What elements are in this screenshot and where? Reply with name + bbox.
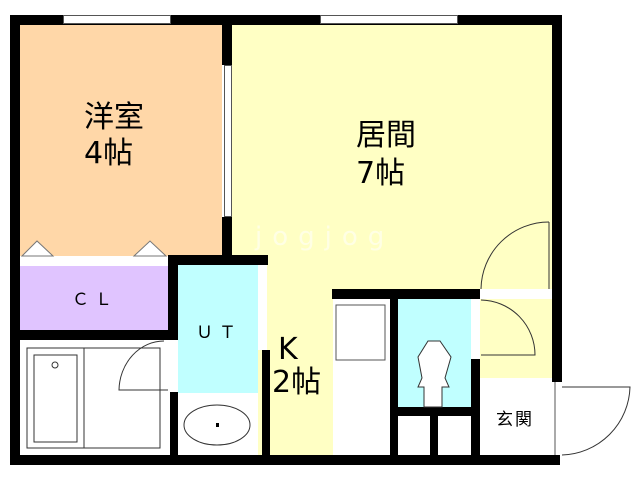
wall-right (552, 15, 562, 382)
toilet-door-strip (471, 299, 480, 359)
utility-room (178, 265, 258, 393)
living-room-name: 居間 (356, 118, 416, 153)
entrance-door-swing-icon (561, 386, 631, 456)
closet-door-icon (132, 240, 168, 257)
western-room-name: 洋室 (84, 100, 144, 135)
wash-area-icon (83, 347, 161, 449)
closet-label: ＣＬ (72, 290, 118, 310)
bathtub-icon (26, 347, 85, 449)
entrance (480, 378, 553, 455)
bath-door-strip (170, 340, 178, 392)
wall-toilet-bottom (398, 407, 471, 416)
wall-western-living-lower (222, 217, 232, 257)
wall-utility-top (168, 255, 268, 265)
western-room (20, 25, 222, 258)
wall-fridge-toilet (390, 299, 398, 455)
closet-door-icon (20, 240, 55, 257)
utility-door-strip (258, 265, 267, 350)
wall-top (10, 15, 562, 25)
drain-icon (51, 361, 59, 369)
storage-cell-left (398, 416, 430, 455)
hall-door-strip (480, 289, 553, 299)
wall-bottom (10, 455, 560, 465)
wall-utility-right (262, 350, 270, 455)
bath-door-swing-icon (118, 340, 168, 391)
toilet-icon (417, 340, 452, 408)
fridge-icon (335, 304, 386, 361)
window-western (63, 15, 171, 24)
wall-western-living-upper (222, 25, 232, 65)
storage-cell-right (438, 416, 471, 455)
bathroom (20, 340, 170, 455)
wall-bath-right (170, 392, 178, 455)
closet (20, 265, 168, 330)
watermark: jogjog (255, 222, 395, 252)
utility-label: ＵＴ (196, 323, 242, 343)
kitchen-name: K (278, 332, 298, 367)
washbasin-drain-icon (216, 423, 219, 427)
entrance-label: 玄関 (496, 410, 534, 430)
wall-left (10, 15, 20, 465)
kitchen-size: 2帖 (272, 365, 322, 400)
bathtub-basin-icon (33, 354, 78, 443)
closet-door-strip (20, 256, 168, 266)
living-room-size: 7帖 (356, 156, 406, 191)
window-partition (224, 65, 232, 217)
wall-closet-bottom (10, 330, 178, 340)
toilet-door-swing-icon (480, 299, 536, 356)
wall-closet-right (168, 255, 178, 340)
western-room-size: 4帖 (84, 136, 134, 171)
wall-toilet-right (471, 359, 480, 455)
wall-fridge-top (332, 289, 480, 299)
wall-storage-divider (430, 416, 438, 455)
living-door-swing-icon (480, 221, 550, 290)
window-living (320, 15, 458, 24)
washbasin-icon (183, 404, 251, 446)
